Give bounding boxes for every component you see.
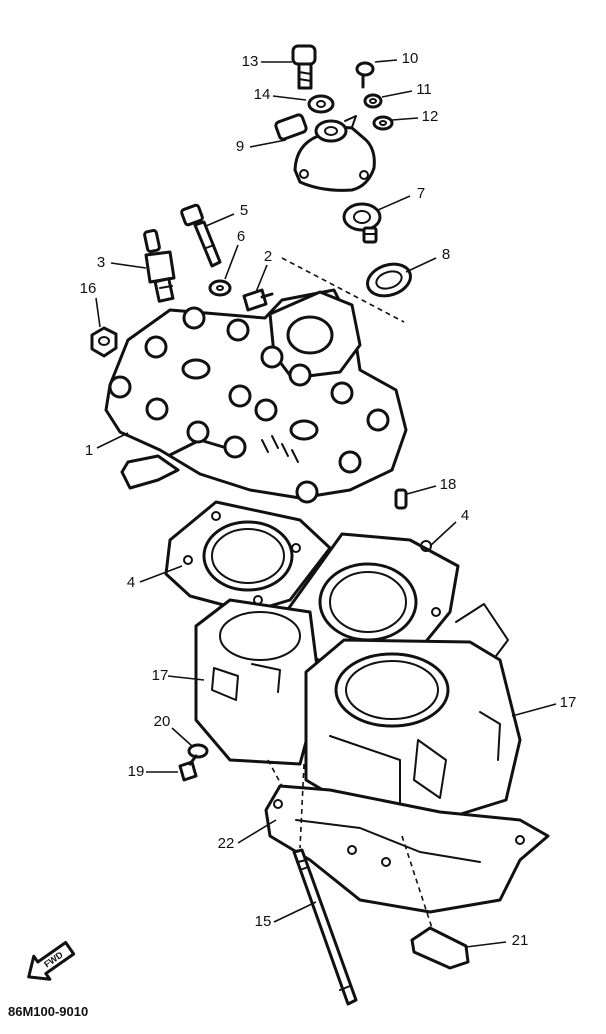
- callout-label: 3: [97, 254, 105, 271]
- part-15-stud[interactable]: [292, 848, 358, 1006]
- callout-2: 2: [255, 248, 272, 293]
- part-1-cylinder-head[interactable]: [104, 288, 408, 504]
- callout-22: 22: [218, 819, 277, 852]
- callout-label: 17: [152, 667, 169, 684]
- callout-3: 3: [97, 254, 147, 271]
- part-5-bolt[interactable]: [180, 203, 222, 268]
- callout-label: 16: [80, 280, 97, 297]
- callout-label: 18: [440, 476, 457, 493]
- part-18-dowel[interactable]: [394, 488, 408, 510]
- callout-label: 4: [127, 574, 135, 591]
- part-10-bolt[interactable]: [355, 61, 375, 89]
- callout-label: 9: [236, 138, 244, 155]
- callout-label: 5: [240, 202, 248, 219]
- callout-label: 2: [264, 248, 272, 265]
- callout-label: 20: [154, 713, 171, 730]
- callout-6: 6: [224, 228, 245, 280]
- diagram-code: 86M100-9010: [8, 1004, 88, 1019]
- callout-11: 11: [381, 81, 432, 98]
- callout-5: 5: [205, 202, 248, 227]
- forward-arrow-icon: FWD: [27, 941, 76, 981]
- callout-20: 20: [154, 713, 193, 747]
- callout-label: 4: [461, 507, 469, 524]
- callout-label: 11: [416, 81, 432, 98]
- callout-17-left: 17: [152, 667, 205, 684]
- callout-label: 12: [422, 108, 439, 125]
- callout-label: 15: [255, 913, 272, 930]
- callout-label: 13: [242, 53, 259, 70]
- part-6-washer[interactable]: [208, 279, 232, 297]
- part-8-seal[interactable]: [363, 259, 414, 301]
- part-12-washer[interactable]: [372, 115, 394, 131]
- callout-21: 21: [465, 932, 529, 949]
- callout-15: 15: [255, 901, 317, 930]
- callout-label: 6: [237, 228, 245, 245]
- part-13-bolt[interactable]: [291, 44, 317, 90]
- callout-label: 21: [512, 932, 529, 949]
- callout-label: 1: [85, 442, 93, 459]
- callout-label: 22: [218, 835, 235, 852]
- callout-16: 16: [80, 280, 101, 328]
- callout-17-right: 17: [511, 694, 577, 717]
- callout-9: 9: [236, 138, 287, 155]
- callout-label: 19: [128, 763, 145, 780]
- callout-13: 13: [242, 53, 292, 70]
- callout-12: 12: [391, 108, 439, 125]
- callout-4-right: 4: [429, 507, 469, 547]
- part-14-washer[interactable]: [307, 94, 335, 114]
- callout-4-left: 4: [127, 565, 183, 591]
- callout-label: 7: [417, 185, 425, 202]
- part-9-thermostat-cover[interactable]: [274, 113, 376, 192]
- callout-label: 17: [560, 694, 577, 711]
- alignment-lines: [267, 257, 433, 929]
- callout-label: 8: [442, 246, 450, 263]
- callout-19: 19: [128, 763, 178, 780]
- part-19-bolt[interactable]: [178, 754, 198, 782]
- callout-label: 14: [254, 86, 271, 103]
- callout-10: 10: [374, 50, 419, 67]
- callout-label: 10: [402, 50, 419, 67]
- callout-8: 8: [405, 246, 450, 273]
- part-7-thermostat[interactable]: [342, 202, 382, 244]
- part-16-nut[interactable]: [90, 326, 118, 358]
- callout-1: 1: [85, 432, 129, 459]
- part-3-spark-plug[interactable]: [143, 229, 176, 303]
- callout-7: 7: [377, 185, 425, 211]
- part-20-washer[interactable]: [187, 743, 209, 759]
- part-17-cylinder-left[interactable]: [194, 598, 322, 766]
- part-11-washer[interactable]: [363, 93, 383, 109]
- callout-14: 14: [254, 86, 307, 103]
- part-21-dowel[interactable]: [410, 926, 470, 970]
- part-2-sensor[interactable]: [242, 288, 274, 312]
- callout-18: 18: [406, 476, 457, 495]
